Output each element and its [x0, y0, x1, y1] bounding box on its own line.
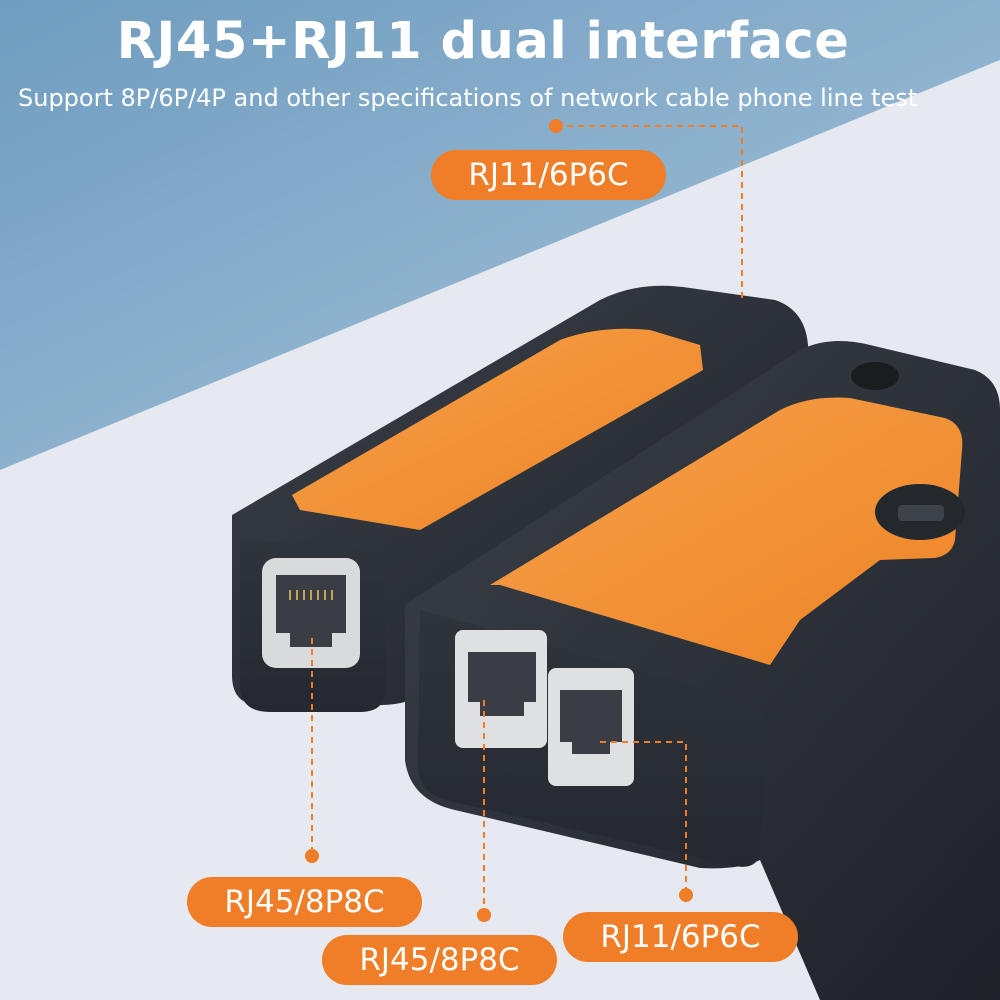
remote-unit: [232, 285, 820, 712]
callout-rj45-master: RJ45/8P8C: [322, 935, 557, 985]
remote-rj45-port: [276, 575, 346, 633]
callout-leaders: [311, 125, 743, 915]
sky-background: [0, 0, 1000, 470]
leader-top-dot: [549, 119, 563, 133]
leader-right: [600, 741, 687, 895]
leader-middle-dot: [477, 908, 491, 922]
master-rj11-port: [560, 690, 622, 742]
callout-rj11-master: RJ11/6P6C: [563, 912, 798, 962]
master-rj45-port: [468, 652, 536, 702]
callout-rj11-top: RJ11/6P6C: [431, 150, 666, 200]
master-unit: [405, 341, 1000, 1000]
master-label-panel: [490, 397, 963, 665]
power-switch: [898, 505, 944, 521]
page-title: RJ45+RJ11 dual interface: [116, 12, 850, 71]
callout-rj45-remote: RJ45/8P8C: [187, 877, 422, 927]
leader-top: [556, 125, 743, 300]
leader-right-dot: [679, 888, 693, 902]
master-logo: [851, 362, 899, 390]
page-subtitle: Support 8P/6P/4P and other specification…: [18, 84, 918, 112]
leader-left-dot: [305, 849, 319, 863]
remote-label-panel: [292, 328, 703, 530]
